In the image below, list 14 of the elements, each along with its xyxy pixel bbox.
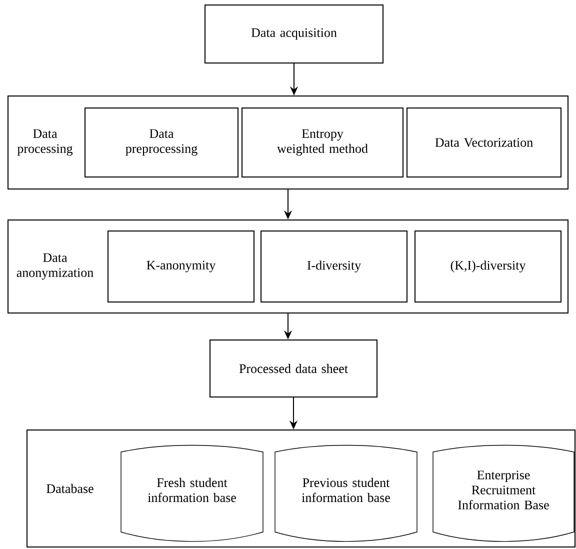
group-heading: Data processing bbox=[17, 129, 73, 156]
process-box: Data preprocessing bbox=[84, 108, 238, 178]
group-heading: Database bbox=[46, 484, 94, 494]
cylinder: Enterprise Recruitment Information Base bbox=[432, 444, 574, 542]
process-box: K-anonymity bbox=[108, 230, 254, 302]
cylinder: Fresh student information base bbox=[120, 444, 264, 542]
cylinder: Previous student information base bbox=[274, 444, 418, 542]
process-box: Data acquisition bbox=[204, 4, 384, 64]
process-box: I-diversity bbox=[260, 230, 408, 302]
process-box: (K,I)-diversity bbox=[414, 230, 562, 302]
process-box: Data Vectorization bbox=[406, 108, 562, 178]
process-box: Processed data sheet bbox=[210, 340, 378, 398]
group-heading: Data anonymization bbox=[16, 253, 94, 280]
process-box: Entropy weighted method bbox=[242, 108, 404, 178]
